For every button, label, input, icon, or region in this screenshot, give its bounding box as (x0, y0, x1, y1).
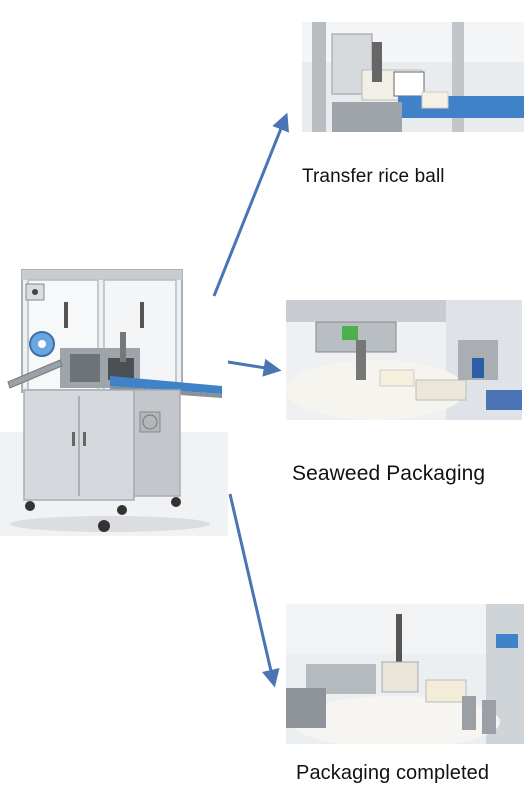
step-3-caption: Packaging completed (296, 762, 490, 784)
machine-mechanism (60, 332, 140, 388)
step-1-photo (302, 22, 524, 132)
step-3-photo (286, 604, 524, 744)
machine-photo (0, 269, 228, 536)
arrow-to-step-3 (228, 493, 280, 688)
arrow-to-step-2 (227, 358, 282, 377)
step-2-photo (286, 300, 522, 420)
machine-cabinet (23, 389, 181, 501)
step-2-caption: Seaweed Packaging (292, 462, 486, 485)
step-1-caption: Transfer rice ball (302, 166, 445, 187)
